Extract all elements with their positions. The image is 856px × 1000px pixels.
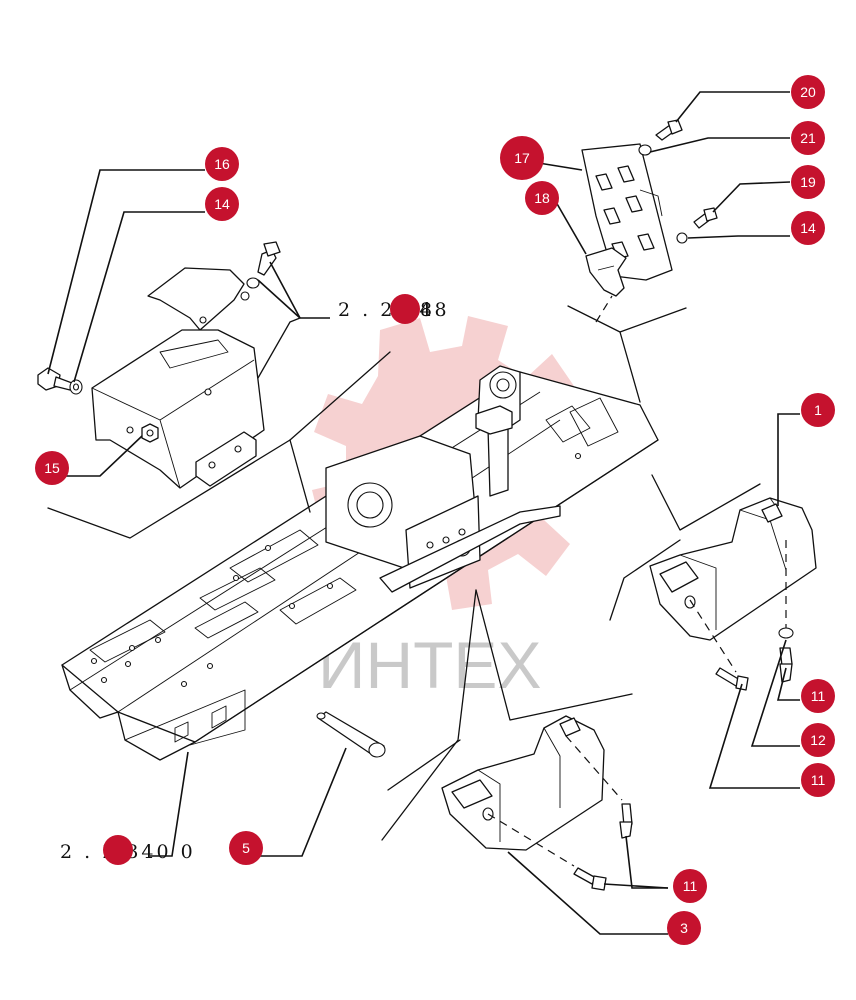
callout-11-bottom-label: 11 xyxy=(683,878,698,894)
reference-label-bottom: 2 . 2.340 0 xyxy=(60,835,193,865)
callout-1-label: 1 xyxy=(814,402,822,418)
top-eye-post xyxy=(475,365,521,497)
bolt-11-right-a xyxy=(715,667,749,691)
callout-11-right-b: 11 xyxy=(801,763,835,797)
reference-label-top: 2 . 2.348 8 xyxy=(338,294,447,324)
assembly-dashes xyxy=(487,295,787,867)
callout-19-label: 19 xyxy=(800,174,816,190)
callout-18-label: 18 xyxy=(534,190,550,206)
callout-20: 20 xyxy=(791,75,825,109)
washer-14-right xyxy=(676,232,688,244)
ref-badge-bottom xyxy=(103,835,133,865)
callout-3: 3 xyxy=(667,911,701,945)
callout-12-label: 12 xyxy=(810,732,826,748)
callout-14-left: 14 xyxy=(205,187,239,221)
callout-19: 19 xyxy=(791,165,825,199)
support-bracket-3 xyxy=(441,715,605,851)
callout-14-right-label: 14 xyxy=(800,220,816,236)
callout-11-right-a: 11 xyxy=(801,679,835,713)
callout-15: 15 xyxy=(35,451,69,485)
callout-3-label: 3 xyxy=(680,920,688,936)
callout-1: 1 xyxy=(801,393,835,427)
callout-20-label: 20 xyxy=(800,84,816,100)
callout-5-label: 5 xyxy=(242,840,250,856)
center-tow-bracket xyxy=(325,435,561,593)
callout-21: 21 xyxy=(791,121,825,155)
callout-21-label: 21 xyxy=(800,130,816,146)
washer-21 xyxy=(638,144,652,156)
reference-lines xyxy=(47,305,761,841)
callout-14-right: 14 xyxy=(791,211,825,245)
callout-18: 18 xyxy=(525,181,559,215)
support-bracket-1 xyxy=(649,497,817,641)
main-frame-rail xyxy=(61,371,659,761)
callout-17-label: 17 xyxy=(514,150,530,166)
watermark-text: ИНТЕХ xyxy=(318,628,541,702)
bolt-20 xyxy=(655,119,683,141)
ref-badge-top xyxy=(390,294,420,324)
nut-15 xyxy=(141,423,159,443)
cover-assembly xyxy=(91,267,265,489)
callout-11-bottom: 11 xyxy=(673,869,707,903)
pin-5 xyxy=(316,711,386,758)
callout-12: 12 xyxy=(801,723,835,757)
callout-17: 17 xyxy=(500,136,544,180)
plate-17 xyxy=(581,143,673,281)
callout-11-right-b-label: 11 xyxy=(811,772,826,788)
washer-12 xyxy=(778,627,794,639)
bolt-11-bottom-a xyxy=(619,803,633,839)
callout-16: 16 xyxy=(205,147,239,181)
callout-14-left-label: 14 xyxy=(214,196,230,212)
shim-18 xyxy=(585,247,627,297)
cover-top-bolt xyxy=(246,241,281,289)
washer-14 xyxy=(69,379,83,395)
bolt-11-bottom-b xyxy=(573,867,607,891)
callout-5: 5 xyxy=(229,831,263,865)
bolt-11-right-b xyxy=(779,647,793,683)
ref-label-top-suffix: 8 xyxy=(420,299,435,321)
bolt-16 xyxy=(37,367,73,391)
callout-16-label: 16 xyxy=(214,156,230,172)
callout-11-right-a-label: 11 xyxy=(811,688,826,704)
callout-15-label: 15 xyxy=(44,460,60,476)
